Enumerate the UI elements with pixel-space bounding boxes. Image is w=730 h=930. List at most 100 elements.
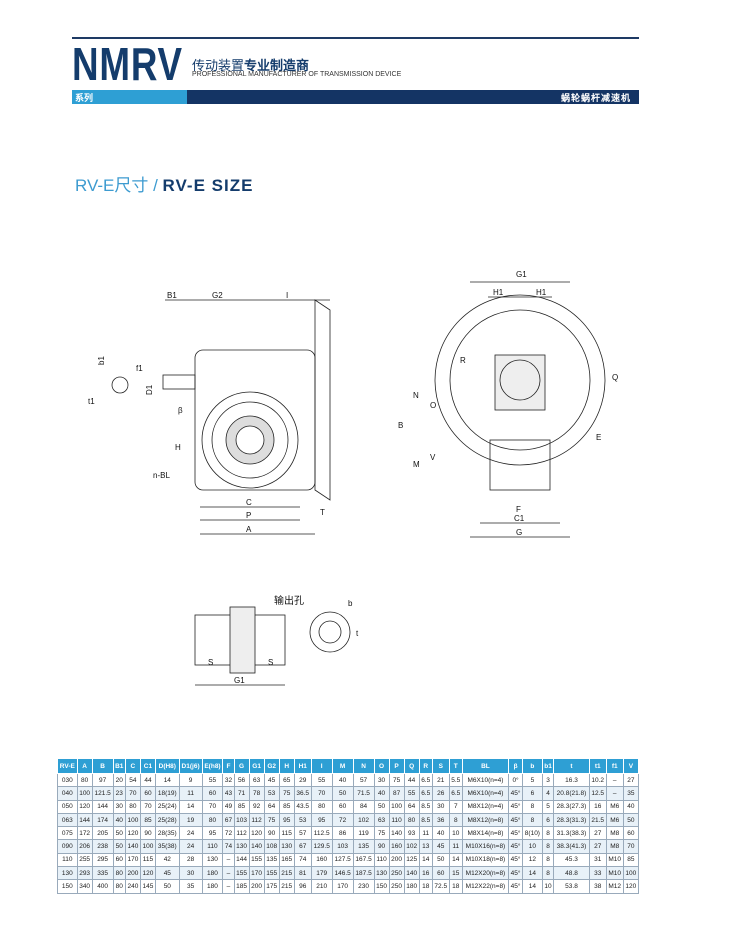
dimension-label: 输出孔	[274, 594, 304, 607]
table-cell: 29	[293, 772, 312, 788]
table-cell: 4	[541, 786, 555, 801]
table-cell: 35	[622, 786, 640, 801]
table-cell: 30	[112, 799, 126, 814]
table-cell: 92	[248, 799, 265, 814]
dimension-label: H	[175, 443, 181, 452]
dimension-label: B	[398, 421, 403, 430]
table-cell: M12X20(n=8)	[461, 866, 510, 881]
table-cell: 81	[293, 866, 312, 881]
table-cell: 35	[178, 879, 203, 894]
output-hole-drawing: 输出孔 b t S S G1	[194, 594, 359, 686]
table-cell: 11	[418, 826, 433, 841]
table-cell: 112	[233, 826, 250, 841]
table-cell: 167.5	[352, 852, 375, 868]
table-cell: 20.8(21.8)	[553, 786, 590, 801]
dimension-label: B1	[167, 291, 177, 300]
table-cell: 95	[201, 826, 224, 841]
table-cell: 26	[431, 786, 450, 801]
table-cell: 5	[541, 799, 555, 814]
table-cell: 165	[278, 852, 295, 868]
table-cell: 28(35)	[154, 826, 180, 841]
table-cell: 70	[310, 786, 333, 801]
table-cell: 8	[541, 852, 555, 868]
table-cell: 19	[178, 812, 203, 828]
column-header: BL	[461, 758, 510, 774]
dimension-label: b	[348, 599, 353, 608]
table-cell: 44	[139, 772, 156, 788]
table-cell: 45°	[508, 786, 524, 801]
table-cell: 45	[154, 866, 180, 881]
table-cell: 144	[91, 799, 114, 814]
table-cell: 55	[403, 786, 420, 801]
dimension-label: F	[516, 505, 521, 514]
table-cell: 200	[388, 852, 405, 868]
table-cell: 14	[448, 852, 463, 868]
table-cell: 7	[448, 799, 463, 814]
table-cell: 87	[388, 786, 405, 801]
table-cell: 230	[352, 879, 375, 894]
table-cell: 200	[248, 879, 265, 894]
subtitle: PROFESSIONAL MANUFACTURER OF TRANSMISSIO…	[192, 71, 402, 78]
table-cell: 120	[124, 826, 141, 841]
table-cell: 96	[293, 879, 312, 894]
column-header: E(h8)	[201, 758, 224, 774]
table-cell: 30	[373, 772, 390, 788]
table-cell: 205	[91, 826, 114, 841]
table-cell: 23	[112, 786, 126, 801]
table-cell: 74	[293, 852, 312, 868]
column-header: S	[431, 758, 450, 774]
table-cell: 45°	[508, 839, 524, 854]
table-cell: 170	[248, 866, 265, 881]
table-cell: 38.3(41.3)	[553, 839, 590, 854]
table-cell: 48.8	[553, 866, 590, 881]
table-cell: 6	[541, 812, 555, 828]
table-cell: 400	[91, 879, 114, 894]
column-header: M	[331, 758, 354, 774]
table-cell: M8X12(n=4)	[461, 799, 510, 814]
table-cell: M8X14(n=8)	[461, 826, 510, 841]
table-cell: 72.5	[431, 879, 450, 894]
table-cell: 075	[57, 826, 78, 841]
table-cell: 43	[222, 786, 235, 801]
table-cell: 119	[352, 826, 375, 841]
table-cell: 45°	[508, 866, 524, 881]
table-cell: 40	[112, 812, 126, 828]
table-cell: 85	[622, 852, 640, 868]
dimension-label: G2	[212, 291, 223, 300]
table-cell: 75	[373, 826, 390, 841]
table-cell: 240	[124, 879, 141, 894]
table-cell: 14	[522, 866, 543, 881]
column-header: B1	[112, 758, 126, 774]
table-cell: 179	[310, 866, 333, 881]
table-cell: 102	[352, 812, 375, 828]
table-cell: 40	[431, 826, 450, 841]
table-cell: 60	[201, 786, 224, 801]
series-label: 系列	[72, 90, 187, 104]
table-cell: 40	[331, 772, 354, 788]
table-cell: 40	[622, 799, 640, 814]
table-cell: M10	[605, 852, 624, 868]
table-cell: 90	[139, 826, 156, 841]
table-cell: 100	[622, 866, 640, 881]
table-cell: 120	[139, 866, 156, 881]
title-cn: RV-E尺寸 /	[75, 176, 163, 195]
table-cell: 144	[76, 812, 93, 828]
table-cell: 67	[293, 839, 312, 854]
table-cell: 185	[233, 879, 250, 894]
series-band: 系列 蜗轮蜗杆减速机	[72, 90, 639, 104]
table-cell: 120	[248, 826, 265, 841]
table-cell: 80	[201, 812, 224, 828]
table-cell: 90	[263, 826, 280, 841]
table-cell: 8	[541, 826, 555, 841]
column-header: A	[76, 758, 93, 774]
column-header: b1	[541, 758, 555, 774]
table-cell: 238	[91, 839, 114, 854]
table-cell: 160	[388, 839, 405, 854]
table-cell: 50	[154, 879, 180, 894]
table-cell: 112.5	[310, 826, 333, 841]
table-cell: M6	[605, 812, 624, 828]
technical-drawings: B1 G2 I b1 f1 t1 D1 β H n-BL C P A T G1 …	[88, 270, 618, 686]
table-cell: 130	[373, 866, 390, 881]
table-cell: –	[605, 786, 624, 801]
